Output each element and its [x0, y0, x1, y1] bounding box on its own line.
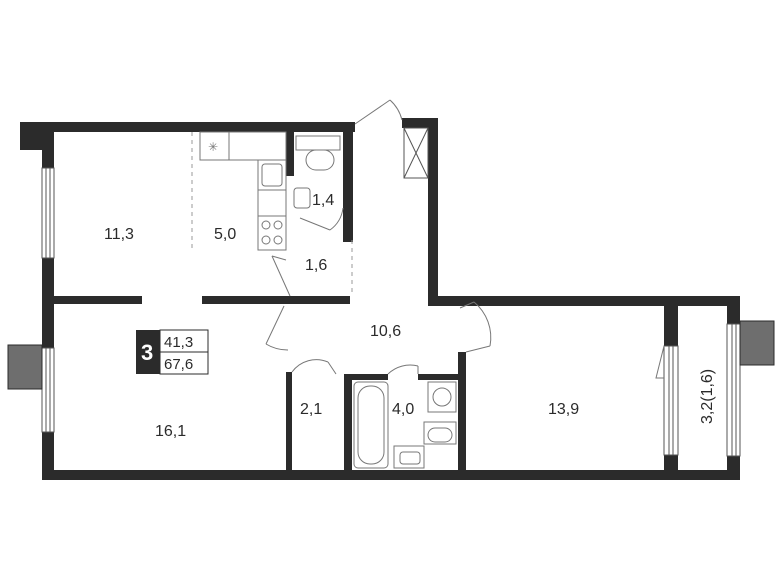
room-label-room-2: 13,9 [548, 401, 579, 418]
room-label-corridor: 10,6 [370, 323, 401, 340]
doors [265, 99, 665, 379]
bathroom-fixtures [353, 381, 457, 469]
badge-rooms-box [136, 330, 160, 374]
badge-living-area: 41,3 [164, 334, 193, 351]
walls [20, 118, 740, 480]
vent-shaft [403, 127, 429, 179]
room-label-bathroom: 4,0 [392, 401, 414, 418]
kitchen-fixtures: ✳ [199, 131, 287, 251]
right-wall-unit [739, 320, 775, 366]
left-wall-unit [7, 344, 43, 390]
area-badge: 3 41,3 67,6 [136, 329, 209, 375]
room-label-closet: 2,1 [300, 401, 322, 418]
room-label-room-1: 11,3 [104, 226, 134, 243]
svg-text:✳: ✳ [208, 140, 218, 154]
room-label-kitchen: 5,0 [214, 226, 236, 243]
room-label-hall-small: 1,6 [305, 257, 327, 274]
badge-total-area: 67,6 [164, 356, 193, 373]
windows [41, 167, 741, 457]
room-label-living: 16,1 [155, 423, 186, 440]
room-label-toilet: 1,4 [312, 192, 334, 209]
badge-rooms-count: 3 [141, 340, 153, 365]
toilet-fixtures [293, 135, 341, 209]
room-label-balcony: 3,2(1,6) [699, 369, 716, 424]
